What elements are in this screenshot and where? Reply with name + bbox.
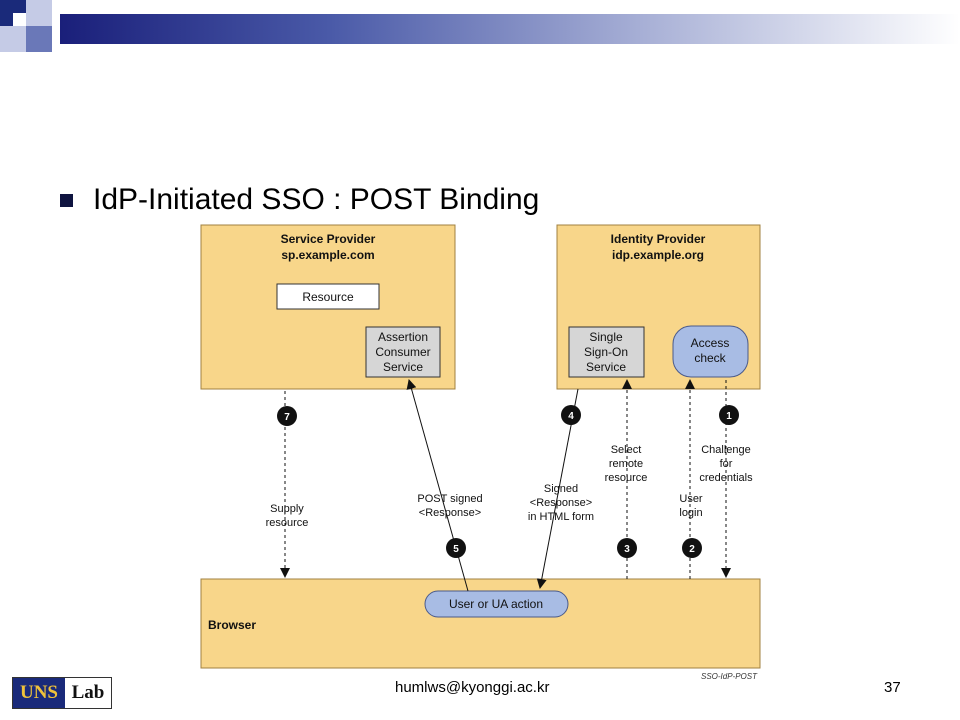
step-4-label-1: Signed: [544, 483, 578, 495]
header-square-2: [26, 0, 52, 26]
page-number: 37: [884, 679, 901, 696]
badge-step-7-num: 7: [284, 412, 290, 423]
sp-title-line2: sp.example.com: [281, 248, 374, 262]
user-action-pill: [424, 590, 569, 618]
sso-label-3: Service: [586, 360, 626, 374]
step-5-label-2: <Response>: [419, 507, 481, 519]
step-4-label-3: in HTML form: [528, 511, 594, 523]
acs-label-1: Assertion: [378, 330, 428, 344]
step-1-label-1: Challenge: [701, 444, 751, 456]
badge-step-1-num: 1: [726, 411, 732, 422]
step-4-label-2: <Response>: [530, 497, 592, 509]
diagram-caption: SSO-IdP-POST: [701, 672, 758, 681]
step-3-label-3: resource: [605, 472, 648, 484]
arrow-step-5: [406, 379, 469, 592]
step-3-label-1: Select: [611, 444, 642, 456]
user-action-label: User or UA action: [449, 597, 543, 611]
logo-right-text: Lab: [65, 678, 111, 708]
badge-step-4-num: 4: [568, 411, 574, 422]
badge-step-4: 4: [561, 405, 581, 425]
access-check-box: [672, 325, 749, 378]
step-2-label-1: User: [679, 493, 703, 505]
access-label-1: Access: [691, 336, 730, 350]
footer-email: humlws@kyonggi.ac.kr: [395, 679, 550, 696]
header-square-4: [26, 26, 52, 52]
badge-step-2: 2: [682, 538, 702, 558]
bullet-icon: [60, 193, 73, 207]
badge-step-3-num: 3: [624, 544, 630, 555]
acs-label-2: Consumer: [375, 345, 430, 359]
acs-label-3: Service: [383, 360, 423, 374]
sso-service-box: [568, 326, 645, 378]
page-title: IdP-Initiated SSO : POST Binding: [93, 183, 540, 216]
header-square-5: [13, 13, 26, 26]
step-3-label-2: remote: [609, 458, 643, 470]
header-gradient-bar: [60, 14, 960, 44]
header-square-3: [0, 26, 26, 52]
badge-step-1: 1: [719, 405, 739, 425]
uns-lab-logo: UNS Lab: [12, 677, 112, 709]
step-2-label-2: login: [679, 507, 702, 519]
title-row: IdP-Initiated SSO : POST Binding: [60, 180, 539, 220]
step-1-label-3: credentials: [699, 472, 753, 484]
badge-step-5-num: 5: [453, 544, 459, 555]
step-7-label-2: resource: [266, 517, 309, 529]
acs-box: [365, 326, 441, 378]
sp-title-line1: Service Provider: [281, 232, 376, 246]
browser-label: Browser: [208, 618, 256, 632]
logo-left-text: UNS: [13, 678, 65, 708]
resource-box: [276, 283, 380, 310]
step-7-label-1: Supply: [270, 503, 304, 515]
idp-title-line1: Identity Provider: [611, 232, 706, 246]
step-5-label-1: POST signed: [417, 493, 482, 505]
sso-label-2: Sign-On: [584, 345, 628, 359]
resource-label: Resource: [302, 290, 354, 304]
access-label-2: check: [694, 351, 726, 365]
step-1-label-2: for: [720, 458, 733, 470]
idp-title-line2: idp.example.org: [612, 248, 704, 262]
sso-label-1: Single: [589, 330, 623, 344]
badge-step-2-num: 2: [689, 544, 695, 555]
badge-step-7: 7: [277, 406, 297, 426]
badge-step-5: 5: [446, 538, 466, 558]
badge-step-3: 3: [617, 538, 637, 558]
